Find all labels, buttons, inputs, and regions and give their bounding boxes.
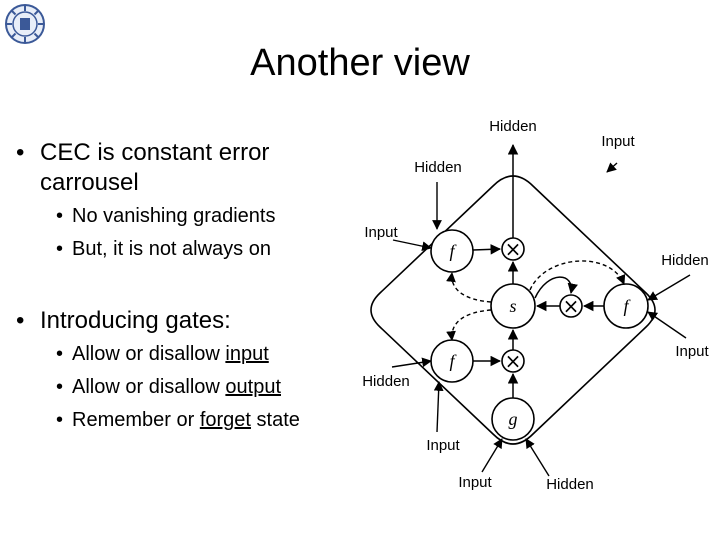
label-input-lower-left: Input [426,437,460,454]
multiply-node-right: × [559,294,583,318]
peephole-s-to-f-right [529,260,626,291]
sub-bullet-not-always-on: But, it is not always on [40,237,346,262]
input-arrow-hidden-right [647,274,691,301]
input-arrow-top-right [606,162,618,173]
input-arrow-input-bottom [481,438,503,473]
label-hidden-bottom: Hidden [546,476,594,493]
node-f-right: f [603,283,649,329]
peephole-s-to-f-bottom [446,309,492,341]
sub-bullet-no-vanishing: No vanishing gradients [40,204,346,229]
label-input-left: Input [364,224,398,241]
svg-text:f: f [449,241,457,261]
node-g: g [491,397,535,441]
svg-text:f: f [449,351,457,371]
label-hidden-left-bottom: Hidden [362,373,410,390]
label-hidden-left-top: Hidden [414,159,462,176]
svg-text:×: × [563,294,580,318]
multiply-node-top: × [501,237,525,261]
input-arrow-input-lower-left [433,381,444,433]
svg-text:f: f [623,296,631,316]
forget-underlined: forget [199,409,251,431]
sub-bullet-input: Allow or disallow input [40,342,346,367]
svg-text:g: g [509,409,518,429]
bullet-cec: CEC is constant error carrousel [16,138,346,198]
svg-text:s: s [509,296,516,316]
bullet-list: CEC is constant error carrousel No vanis… [16,138,346,433]
input-arrow-hidden-left-bottom [391,357,432,368]
slide-title: Another view [250,42,470,84]
peephole-s-to-f-top [446,272,492,303]
label-input-right: Input [675,343,709,360]
input-underlined: input [225,343,269,365]
bullet-gates: Introducing gates: [16,306,346,336]
label-input-top-right: Input [601,133,635,150]
input-arrow-hidden-bottom [525,438,550,477]
sub-bullet-output: Allow or disallow output [40,375,346,400]
output-underlined: output [225,376,281,398]
svg-text:×: × [505,349,522,373]
node-f-bottom: f [430,339,474,383]
edge-f-to-times-top [472,244,502,255]
node-s: s [490,283,536,329]
label-input-bottom: Input [458,474,492,491]
label-hidden-top: Hidden [489,118,537,135]
memory-block-outline [370,175,656,445]
svg-text:×: × [505,237,522,261]
input-arrow-input-right [647,311,687,339]
label-hidden-right: Hidden [661,252,709,269]
input-arrow-input-left [392,239,432,251]
multiply-node-bottom: × [501,349,525,373]
institute-logo [4,3,46,45]
node-f-top: f [430,229,474,273]
sub-bullet-forget: Remember or forget state [40,408,346,433]
edge-s-self-loop [534,276,578,299]
